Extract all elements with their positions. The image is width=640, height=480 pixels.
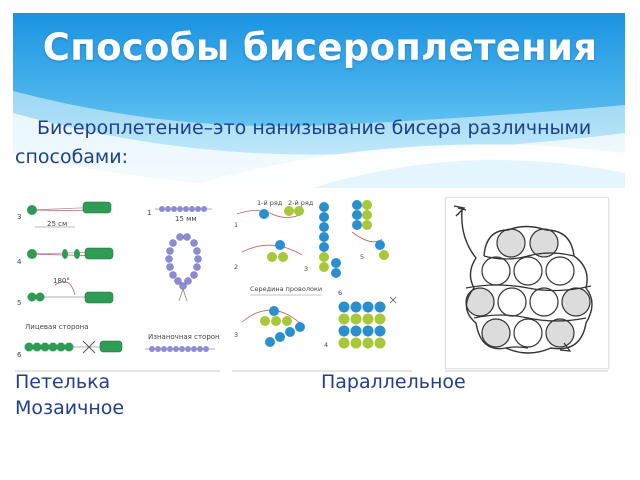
page-subtitle: Бисероплетение–это нанизывание бисера ра… (15, 117, 592, 168)
label-front-side: Лицевая сторона (25, 323, 89, 331)
label-p-step1: 1 (234, 221, 238, 229)
label-back-side: Изнаночная сторона (148, 333, 220, 341)
label-p-step5: 5 (360, 253, 364, 261)
label-step3: 3 (17, 213, 21, 221)
label-step4: 4 (17, 258, 22, 266)
label-p-step3b: 3 (234, 331, 238, 339)
parallel-weaving-image: 1-й ряд 2-й ряд 1 2 3 5 Середина проволо… (232, 197, 412, 367)
label-wire-middle: Середина проволоки (250, 285, 322, 293)
loop-weaving-diagram-icon: 3 25 см 4 5 180° 6 Лицевая сторона 1 (17, 201, 220, 359)
loop-weaving-image: 3 25 см 4 5 180° 6 Лицевая сторона 1 (15, 197, 220, 367)
label-p-step3: 3 (304, 265, 308, 273)
caption-divider-3 (445, 370, 608, 372)
label-row1: 1-й ряд (257, 199, 283, 207)
label-step6: 6 (17, 351, 22, 359)
label-p-step6: 6 (338, 289, 342, 297)
header-background (13, 13, 625, 188)
caption-divider-1 (15, 370, 220, 372)
label-p-step2: 2 (234, 263, 238, 271)
label-180deg: 180° (53, 277, 70, 285)
label-25cm: 25 см (47, 220, 67, 228)
label-p-step4: 4 (324, 341, 328, 349)
label-row2: 2-й ряд (288, 199, 314, 207)
caption-divider-2 (232, 370, 412, 372)
label-step1: 1 (147, 209, 151, 217)
label-15mm: 15 мм (175, 215, 197, 223)
mosaic-weaving-diagram-icon (453, 205, 593, 354)
mosaic-weaving-image (445, 197, 609, 369)
parallel-weaving-diagram-icon: 1-й ряд 2-й ряд 1 2 3 5 Середина проволо… (234, 199, 397, 349)
header-banner (13, 13, 625, 188)
page-title: Способы бисероплетения (42, 26, 598, 69)
caption-loop: Петелька (15, 371, 111, 393)
label-step5: 5 (17, 299, 21, 307)
caption-mosaic: Мозаичное (15, 397, 125, 419)
caption-parallel: Параллельное (321, 371, 466, 393)
